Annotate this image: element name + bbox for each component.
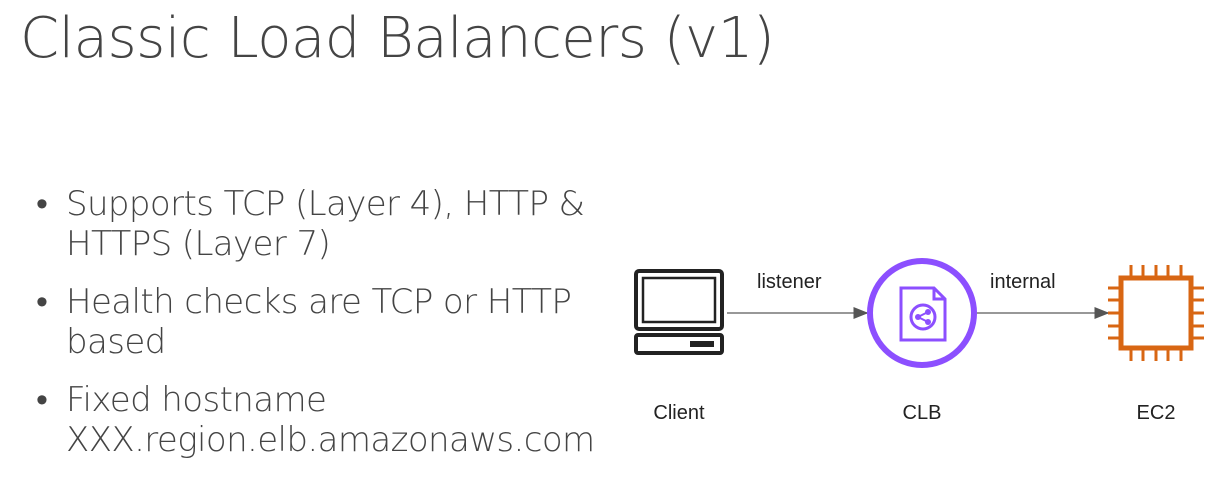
ec2-instance-chip-icon	[1108, 265, 1204, 361]
node-label-ec2: EC2	[1136, 402, 1176, 424]
bullet-dot: •	[36, 184, 48, 224]
edge-label-internal: internal	[990, 271, 1056, 293]
slide-title: Classic Load Balancers (v1)	[20, 6, 775, 71]
client-laptop-icon	[634, 269, 724, 355]
node-label-clb: CLB	[902, 402, 942, 424]
classic-load-balancer-icon	[867, 258, 977, 368]
edge-label-listener: listener	[757, 271, 822, 293]
bullet-dot: •	[36, 380, 48, 420]
bullet-dot: •	[36, 282, 48, 322]
bullet-item: • Health checks are TCP or HTTP based	[36, 282, 626, 362]
bullet-text: Supports TCP (Layer 4), HTTP & HTTPS (La…	[66, 184, 585, 264]
bullet-item: • Supports TCP (Layer 4), HTTP & HTTPS (…	[36, 184, 626, 264]
bullet-item: • Fixed hostname XXX.region.elb.amazonaw…	[36, 380, 626, 460]
node-label-client: Client	[653, 402, 705, 424]
bullet-list: • Supports TCP (Layer 4), HTTP & HTTPS (…	[36, 184, 626, 478]
bullet-text: Fixed hostname XXX.region.elb.amazonaws.…	[66, 380, 595, 460]
bullet-text: Health checks are TCP or HTTP based	[66, 282, 572, 362]
